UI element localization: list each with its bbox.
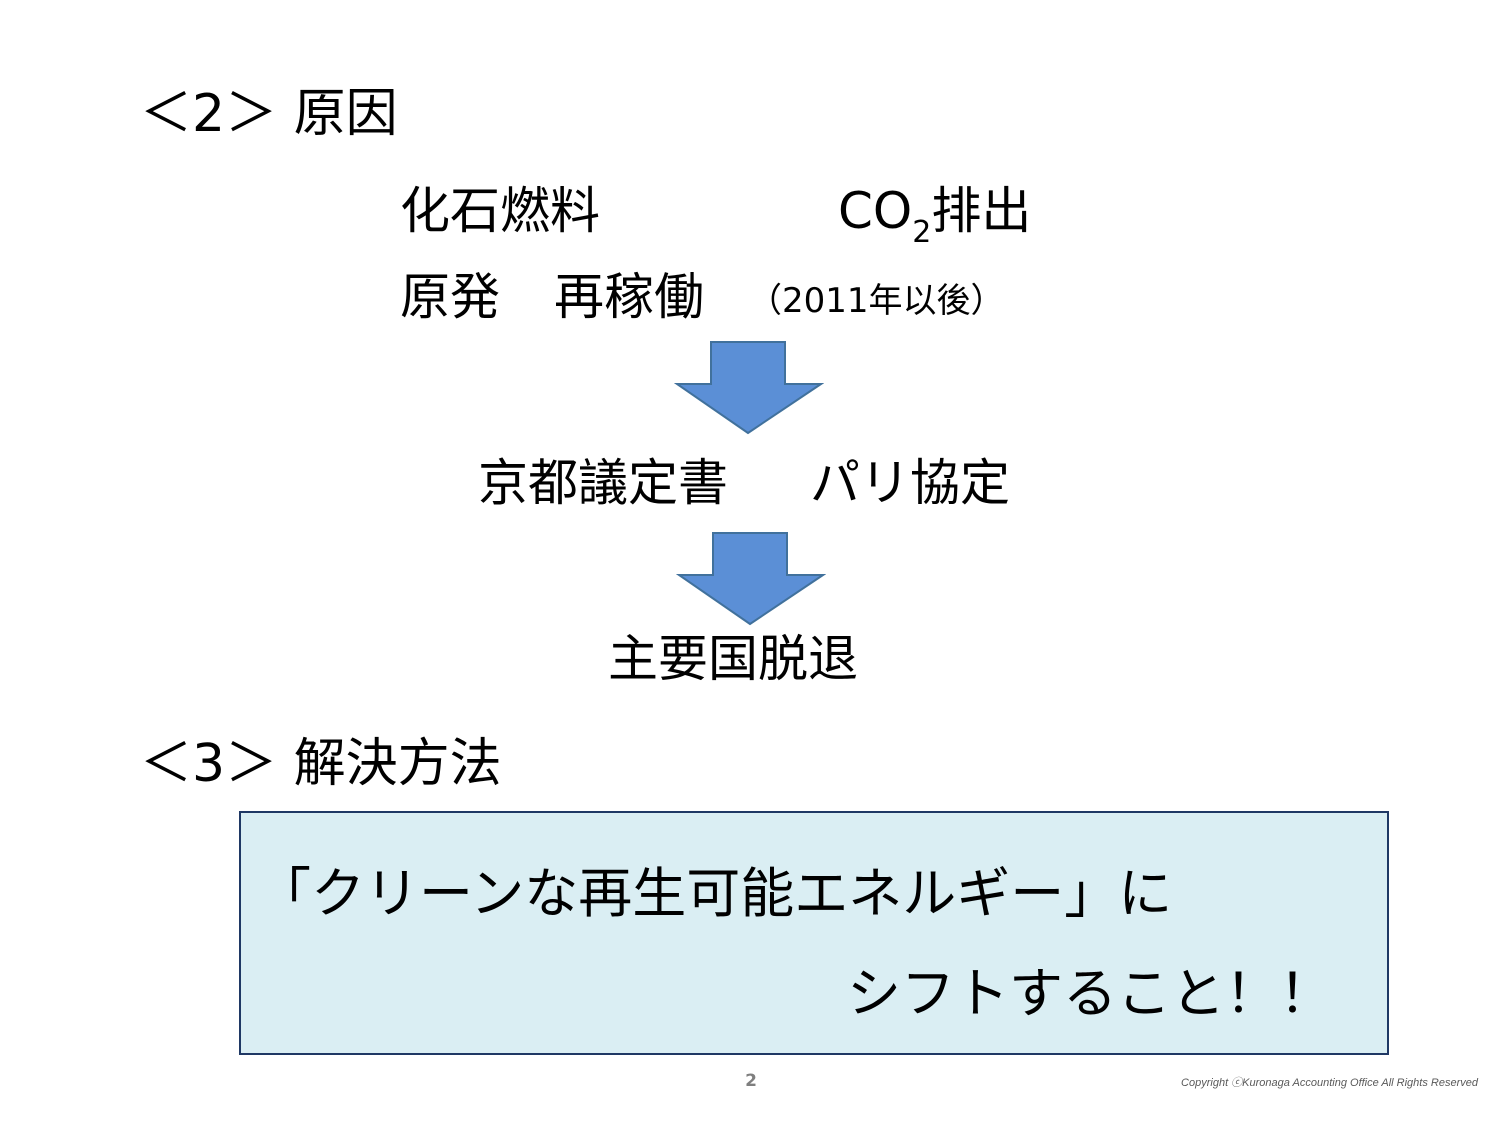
co2-emission-label: CO2排出	[838, 186, 1031, 248]
restart-label: 再稼働	[554, 268, 704, 326]
co2-subscript: 2	[912, 215, 932, 250]
paris-agreement-label: パリ協定	[810, 454, 1010, 512]
section-3-heading: ＜3＞ 解決方法	[140, 734, 502, 794]
co2-text: CO	[838, 182, 913, 240]
kyoto-protocol-label: 京都議定書	[478, 454, 728, 512]
restart-note: （2011年以後）	[748, 281, 1005, 321]
solution-box: 「クリーンな再生可能エネルギー」に シフトすること！！	[239, 811, 1389, 1055]
major-countries-withdrawal-label: 主要国脱退	[608, 630, 858, 688]
page-number: 2	[745, 1071, 757, 1091]
down-arrow-icon	[674, 341, 824, 435]
solution-line-1: 「クリーンな再生可能エネルギー」に	[257, 862, 1173, 925]
fossil-fuel-label: 化石燃料	[400, 182, 600, 240]
section-2-heading: ＜2＞ 原因	[140, 84, 398, 144]
emission-text: 排出	[931, 182, 1032, 240]
solution-line-2: シフトすること！！	[847, 962, 1333, 1025]
copyright-notice: Copyright ⓒKuronaga Accounting Office Al…	[1181, 1077, 1478, 1089]
down-arrow-icon	[676, 532, 826, 626]
nuclear-label: 原発	[400, 268, 500, 326]
